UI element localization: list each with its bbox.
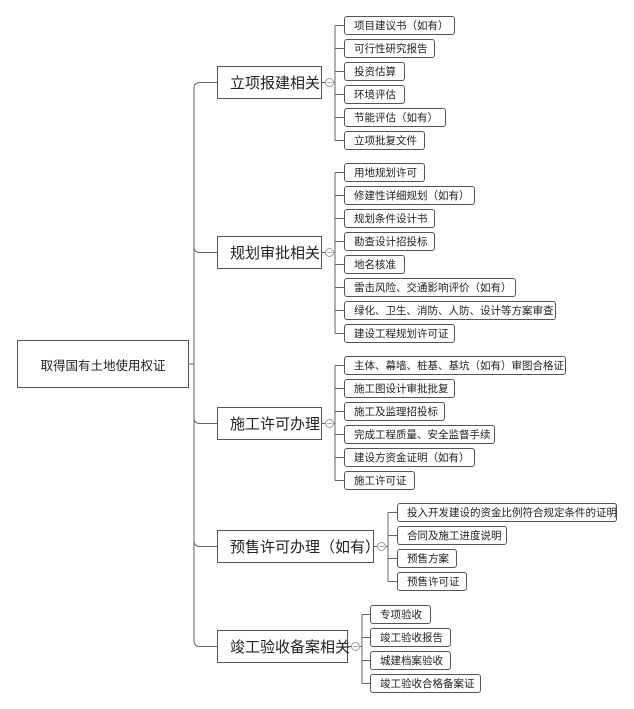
branch-node[interactable]: 立项报建相关	[217, 66, 322, 99]
branch-node[interactable]: 规划审批相关	[217, 236, 322, 269]
root-node[interactable]: 取得国有土地使用权证	[17, 340, 189, 388]
leaf-node[interactable]: 竣工验收合格备案证	[370, 674, 481, 693]
leaf-node[interactable]: 项目建议书（如有）	[344, 16, 455, 35]
leaf-node[interactable]: 勘查设计招投标	[344, 232, 435, 251]
leaf-node[interactable]: 完成工程质量、安全监督手续	[344, 425, 495, 444]
branch-connector	[193, 540, 217, 547]
branch-connector	[193, 417, 217, 424]
branch-connector	[193, 640, 217, 647]
collapse-toggle-icon[interactable]: −	[377, 542, 386, 551]
leaf-node[interactable]: 预售方案	[397, 549, 457, 568]
leaf-node[interactable]: 主体、幕墙、桩基、基坑（如有）审图合格证	[344, 356, 566, 375]
leaf-node[interactable]: 城建档案验收	[370, 651, 451, 670]
leaf-node[interactable]: 合同及施工进度说明	[397, 526, 507, 545]
leaf-node[interactable]: 修建性详细规划（如有）	[344, 186, 475, 205]
leaf-node[interactable]: 建设工程规划许可证	[344, 324, 455, 343]
branch-connector	[193, 246, 217, 253]
leaf-node[interactable]: 立项批复文件	[344, 131, 425, 150]
leaf-node[interactable]: 绿化、卫生、消防、人防、设计等方案审查	[344, 301, 556, 320]
leaf-node[interactable]: 专项验收	[370, 605, 431, 624]
leaf-node[interactable]: 环境评估	[344, 85, 405, 104]
leaf-node[interactable]: 用地规划许可	[344, 163, 425, 182]
collapse-toggle-icon[interactable]: −	[325, 78, 334, 87]
leaf-node[interactable]: 投入开发建设的资金比例符合规定条件的证明	[397, 503, 617, 522]
leaf-node[interactable]: 可行性研究报告	[344, 39, 435, 58]
branch-connector	[193, 82, 217, 89]
collapse-toggle-icon[interactable]: −	[325, 419, 334, 428]
branch-node[interactable]: 预售许可办理（如有）	[217, 530, 380, 563]
leaf-node[interactable]: 地名核准	[344, 255, 405, 274]
leaf-node[interactable]: 节能评估（如有）	[344, 108, 446, 127]
collapse-toggle-icon[interactable]: −	[351, 642, 360, 651]
branch-node[interactable]: 施工许可办理	[217, 407, 322, 440]
leaf-node[interactable]: 竣工验收报告	[370, 628, 451, 647]
leaf-node[interactable]: 规划条件设计书	[344, 209, 435, 228]
branch-node[interactable]: 竣工验收备案相关	[217, 630, 350, 663]
leaf-node[interactable]: 施工图设计审批批复	[344, 379, 455, 398]
leaf-node[interactable]: 建设方资金证明（如有）	[344, 448, 475, 467]
leaf-node[interactable]: 预售许可证	[397, 572, 467, 591]
leaf-node[interactable]: 雷击风险、交通影响评价（如有）	[344, 278, 516, 297]
collapse-toggle-icon[interactable]: −	[325, 248, 334, 257]
leaf-node[interactable]: 施工及监理招投标	[344, 402, 445, 421]
leaf-node[interactable]: 施工许可证	[344, 471, 415, 490]
leaf-node[interactable]: 投资估算	[344, 62, 405, 81]
